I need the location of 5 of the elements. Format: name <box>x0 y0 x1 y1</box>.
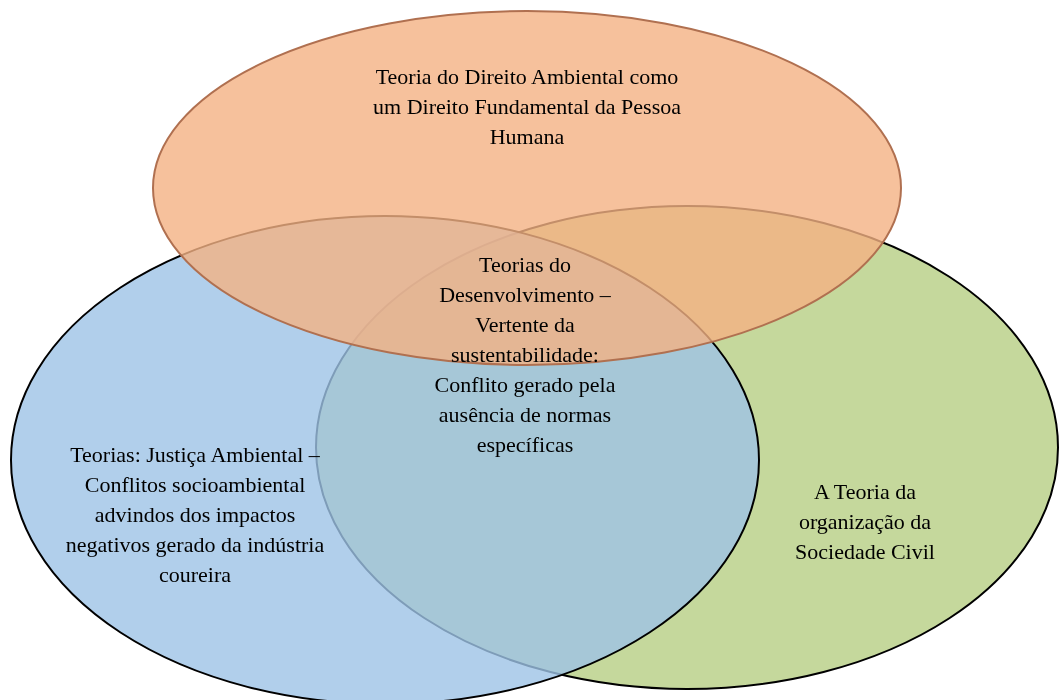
venn-ellipse <box>152 10 902 366</box>
overlap-text: Teorias do Desenvolvimento – Vertente da sustentabilidade: Conflito gerado pela ausência de normas específicas <box>433 251 617 459</box>
ellipse-label: A Teoria da organização da Sociedade Civil <box>794 478 936 566</box>
ellipse-label: Teorias: Justiça Ambiental – Conflitos socioambiental advindos dos impactos negativos gerado da indústria coureira <box>64 441 326 589</box>
ellipse-label: Teoria do Direito Ambiental como um Direito Fundamental da Pessoa Humana <box>372 63 682 151</box>
